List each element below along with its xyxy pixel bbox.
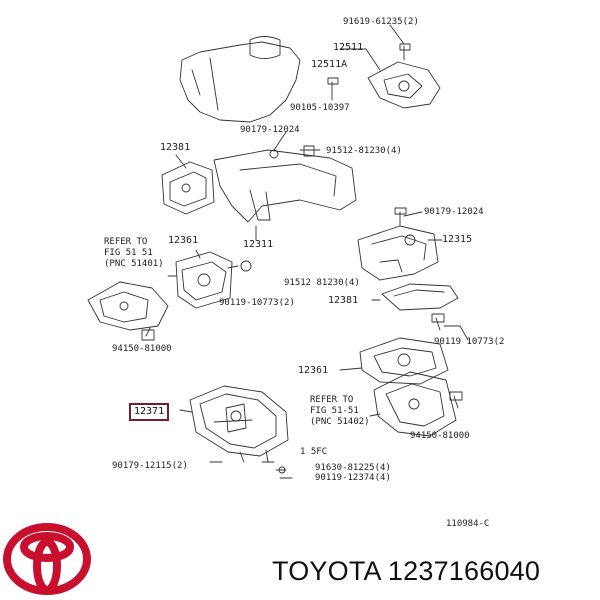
label-90119-10773-right: 90119 10773(2 [434, 337, 505, 347]
label-diagram-code: 110984-C [446, 519, 490, 529]
label-12511: 12511 [333, 42, 364, 53]
label-90119-10773-left: 90119-10773(2) [219, 298, 295, 308]
label-12371-highlighted: 12371 [129, 403, 170, 421]
label-91619-61235: 91619-61235(2) [343, 17, 419, 27]
label-12381-top: 12381 [160, 142, 191, 153]
bracket-left [87, 281, 169, 331]
label-90105-10397: 90105-10397 [290, 103, 350, 113]
label-12311: 12311 [243, 239, 274, 250]
label-12361-left: 12361 [168, 235, 199, 246]
label-94150-81000-right: 94150-81000 [410, 431, 470, 441]
bracket-right [373, 371, 457, 437]
label-pnc-51402: (PNC 51402) [310, 417, 370, 427]
label-refer-to-2: REFER TO [310, 395, 354, 405]
label-91630-81225: 91630-81225(4) [315, 463, 391, 473]
label-fig-51-51-1: FIG 51 51 [104, 248, 153, 258]
insulator-12371 [189, 385, 289, 457]
label-12381-right: 12381 [328, 295, 359, 306]
label-90179-12115: 90179-12115(2) [112, 461, 188, 471]
label-1-5fc: 1 5FC [300, 447, 328, 457]
label-91512-81230-mid: 91512 81230(4) [284, 278, 360, 288]
label-pnc-51401: (PNC 51401) [104, 259, 164, 269]
bracket-12311 [213, 149, 357, 223]
label-12361-right: 12361 [298, 365, 329, 376]
label-94150-81000-left: 94150-81000 [112, 344, 172, 354]
insulator-12381 [161, 161, 215, 215]
brand-part-number: TOYOTA 1237166040 [272, 556, 541, 586]
label-91512-81230-top: 91512-81230(4) [326, 146, 402, 156]
bracket-12315 [357, 225, 439, 281]
label-refer-to-1: REFER TO [104, 237, 148, 247]
insulator-12381-right [381, 283, 459, 311]
label-fig-51-51-2: FIG 51-51 [310, 406, 359, 416]
toyota-logo-icon [3, 523, 91, 595]
label-12315: 12315 [442, 234, 473, 245]
bracket-12511 [367, 61, 441, 109]
label-90119-12374: 90119-12374(4) [315, 473, 391, 483]
insulator-12361-left [175, 251, 233, 309]
label-90179-12024-right: 90179-12024 [424, 207, 484, 217]
label-12511a: 12511A [311, 59, 348, 70]
label-90179-12024-top: 90179-12024 [240, 125, 300, 135]
radiator-tank [179, 41, 301, 123]
